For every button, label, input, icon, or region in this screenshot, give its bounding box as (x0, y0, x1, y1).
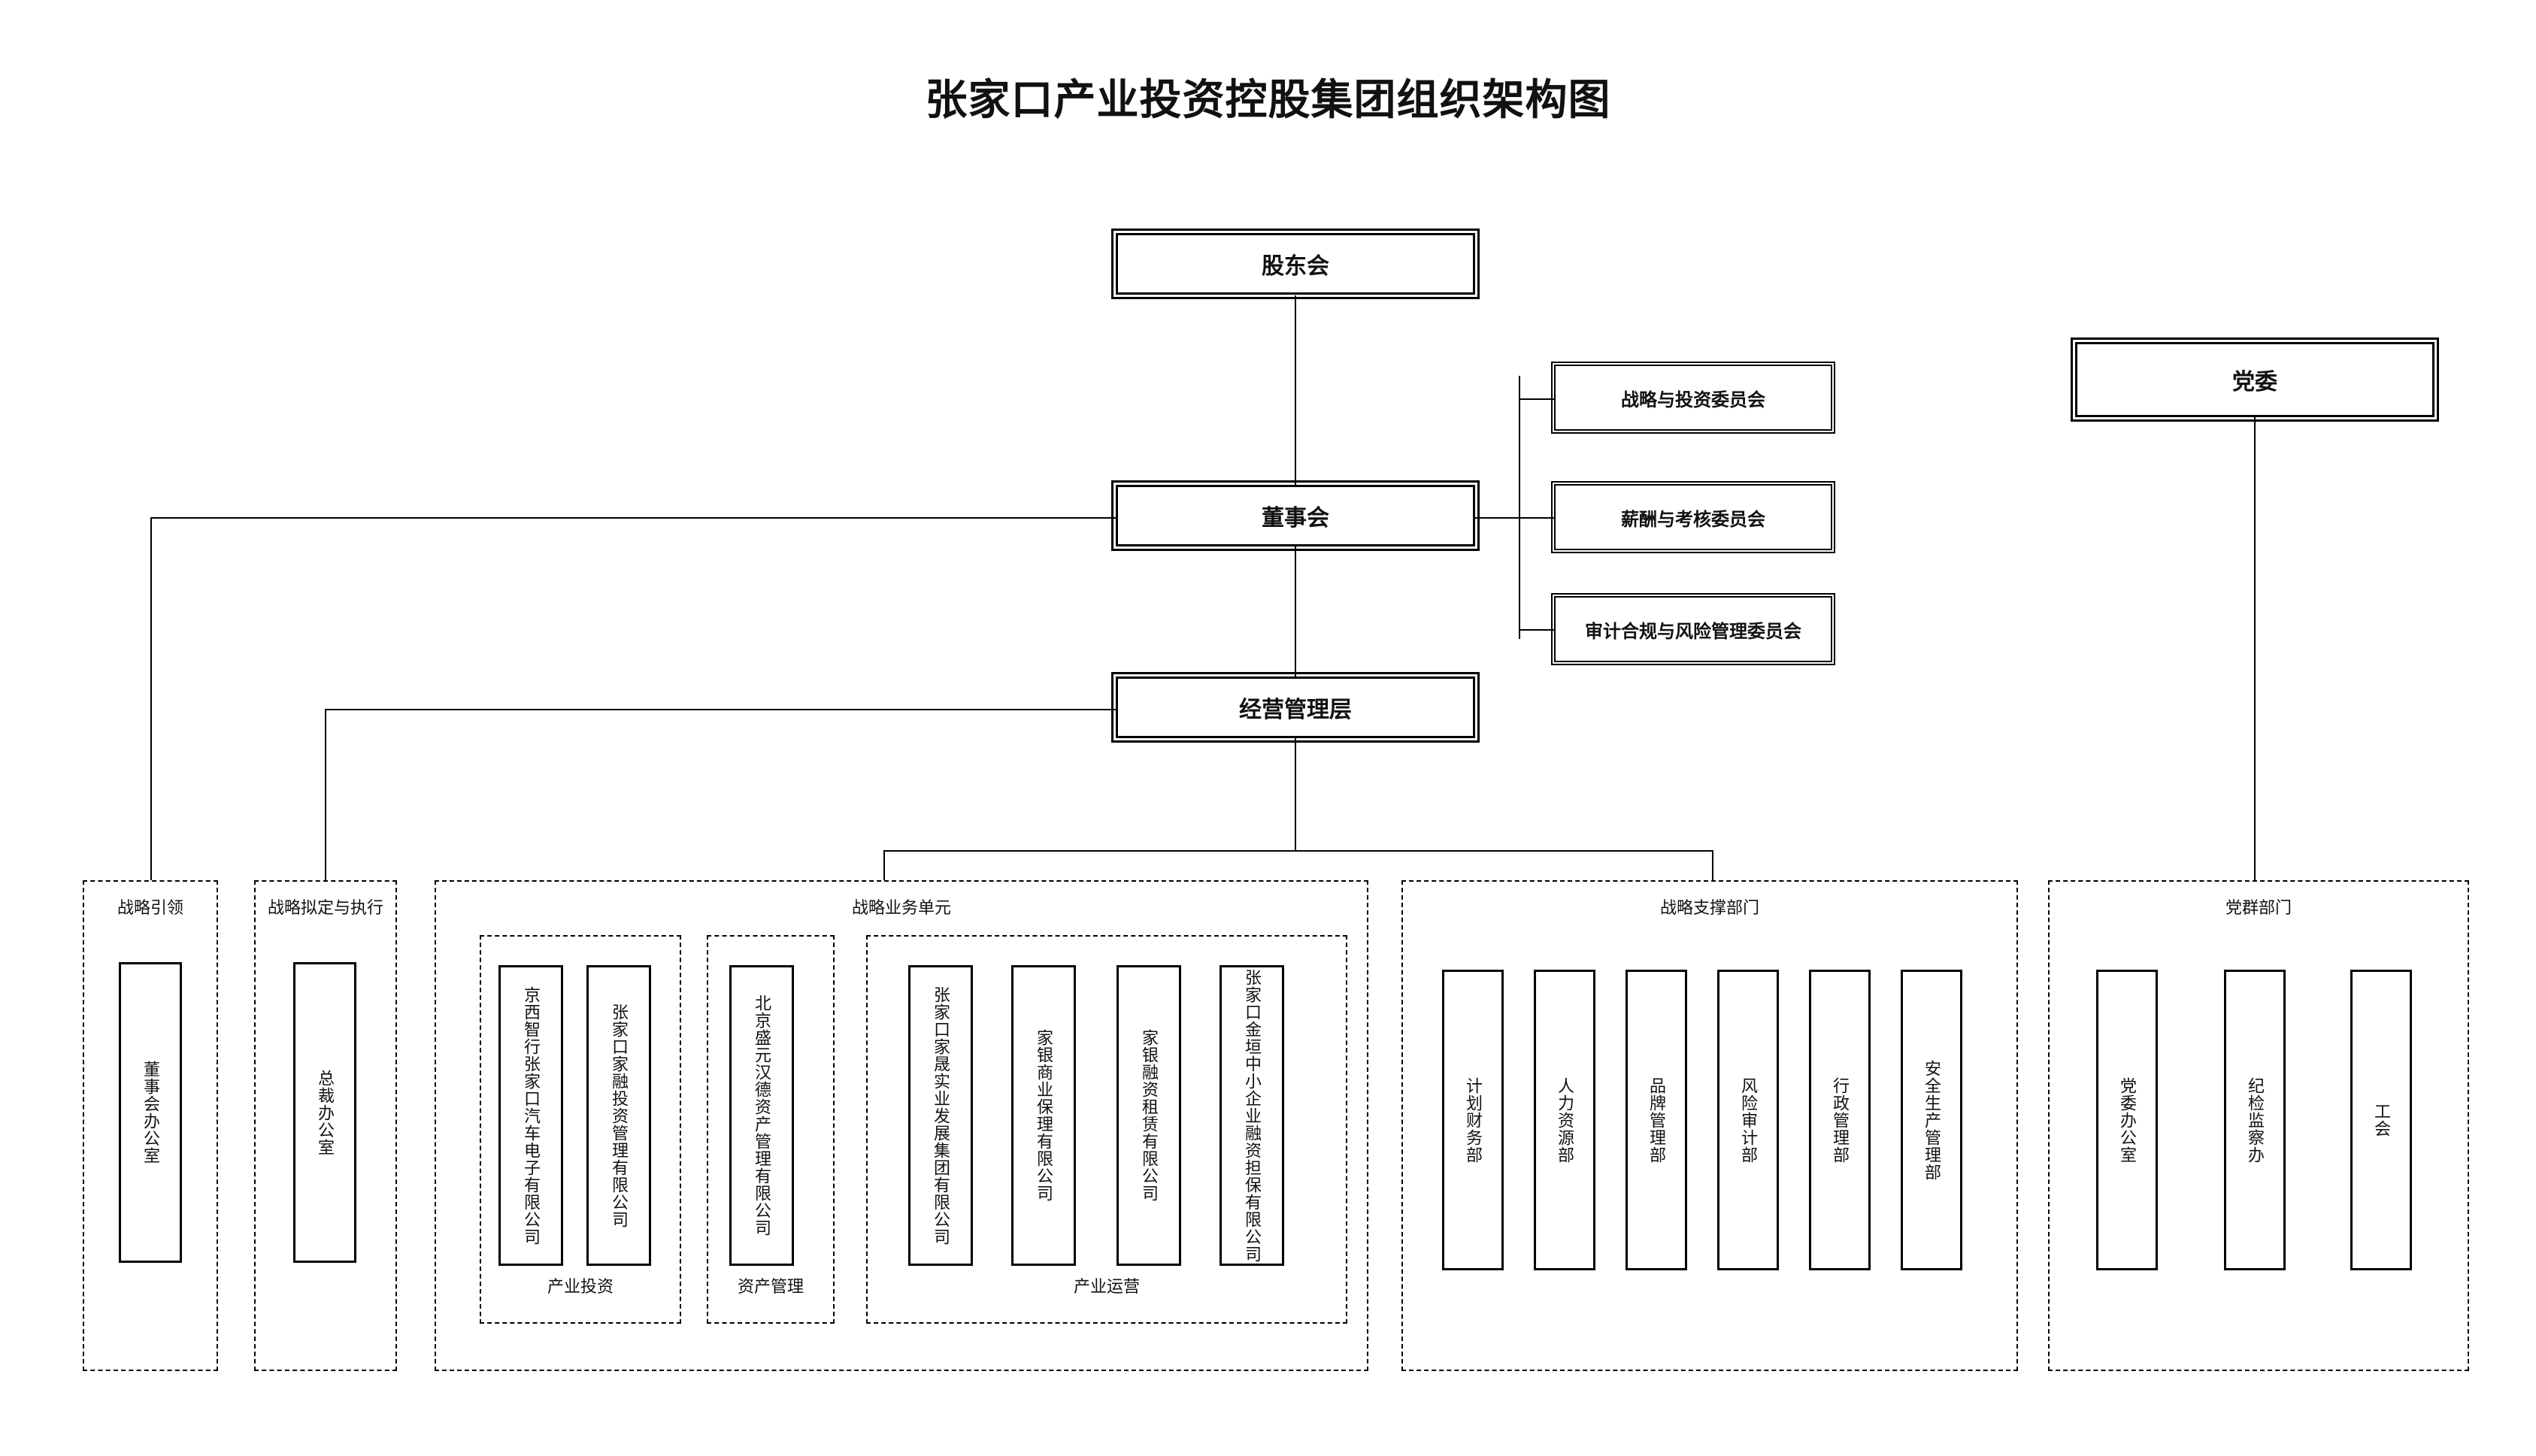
node-shareholders[interactable]: 股东会 (1111, 229, 1480, 299)
node-board[interactable]: 董事会 (1111, 480, 1480, 551)
box-jiayin-factoring-label: 家银商业保理有限公司 (1034, 1029, 1053, 1202)
group-strategic-business-unit (435, 880, 1368, 1371)
box-shengyuan-handa[interactable]: 北京盛元汉德资产管理有限公司 (729, 965, 794, 1266)
connector-board-committees-trunk (1519, 376, 1520, 639)
connector-committee-3 (1519, 629, 1554, 631)
connector-board-right-stub (1457, 517, 1520, 519)
node-committee-compensation-assessment[interactable]: 薪酬与考核委员会 (1551, 481, 1835, 553)
box-dept-safety-production-label: 安全生产管理部 (1922, 1059, 1941, 1181)
box-jinyuan-guarantee[interactable]: 张家口金垣中小企业融资担保有限公司 (1220, 965, 1284, 1266)
box-jiayin-leasing-label: 家银融资租赁有限公司 (1139, 1029, 1159, 1202)
box-jiarong-investment-label: 张家口家融投资管理有限公司 (609, 1003, 629, 1228)
connector-shareholders-board (1295, 295, 1296, 489)
box-discipline-inspection-label: 纪检监察办 (2245, 1076, 2265, 1164)
group-strategy-formulation-label: 战略拟定与执行 (267, 898, 383, 917)
box-board-office-label: 董事会办公室 (141, 1061, 160, 1164)
box-board-office[interactable]: 董事会办公室 (119, 962, 182, 1263)
box-dept-safety-production[interactable]: 安全生产管理部 (1901, 970, 1962, 1270)
box-dept-administration-label: 行政管理部 (1830, 1076, 1850, 1164)
node-shareholders-label: 股东会 (1262, 254, 1329, 279)
box-president-office[interactable]: 总裁办公室 (293, 962, 356, 1263)
connector-management-bottom-trunk (1295, 737, 1296, 850)
group-strategic-support (1401, 880, 2018, 1371)
box-jingxi-zhixing-label: 京西智行张家口汽车电子有限公司 (521, 985, 541, 1246)
subgroup-asset-management (707, 935, 835, 1324)
box-dept-human-resources-label: 人力资源部 (1555, 1076, 1574, 1164)
committee-label: 薪酬与考核委员会 (1621, 509, 1765, 530)
connector-board-management (1295, 545, 1296, 680)
box-dept-planning-finance[interactable]: 计划财务部 (1442, 970, 1504, 1270)
connector-management-distribute (883, 850, 1713, 852)
connector-board-left-arm (150, 517, 1134, 519)
node-party-committee-label: 党委 (2232, 370, 2277, 395)
subgroup-industrial-operation (866, 935, 1347, 1324)
box-discipline-inspection[interactable]: 纪检监察办 (2224, 970, 2286, 1270)
box-jiasheng-industry[interactable]: 张家口家晟实业发展集团有限公司 (908, 965, 973, 1266)
group-strategic-business-unit-label: 战略业务单元 (851, 898, 951, 917)
box-dept-brand-management-label: 品牌管理部 (1647, 1076, 1666, 1164)
connector-management-left-arm (325, 709, 1134, 710)
group-strategy-formulation (254, 880, 397, 1371)
committee-label: 战略与投资委员会 (1621, 389, 1765, 410)
node-management[interactable]: 经营管理层 (1111, 672, 1480, 743)
box-shengyuan-handa-label: 北京盛元汉德资产管理有限公司 (752, 994, 771, 1237)
box-labor-union-label: 工会 (2371, 1103, 2391, 1137)
group-strategy-leading-label: 战略引领 (117, 898, 183, 917)
box-dept-administration[interactable]: 行政管理部 (1809, 970, 1871, 1270)
group-party-mass (2048, 880, 2469, 1371)
page-title: 张家口产业投资控股集团组织架构图 (925, 76, 1611, 123)
box-jingxi-zhixing[interactable]: 京西智行张家口汽车电子有限公司 (498, 965, 563, 1266)
group-strategic-support-label: 战略支撑部门 (1659, 898, 1759, 917)
connector-management-left-drop (325, 709, 326, 880)
subgroup-industrial-investment-label: 产业投资 (547, 1277, 614, 1296)
box-dept-risk-audit-label: 风险审计部 (1738, 1076, 1758, 1164)
connector-committee-2 (1519, 517, 1554, 519)
box-jiarong-investment[interactable]: 张家口家融投资管理有限公司 (586, 965, 651, 1266)
box-jiayin-leasing[interactable]: 家银融资租赁有限公司 (1117, 965, 1181, 1266)
node-committee-audit-risk[interactable]: 审计合规与风险管理委员会 (1551, 593, 1835, 665)
connector-party-committee-drop (2254, 417, 2256, 880)
box-jiasheng-industry-label: 张家口家晟实业发展集团有限公司 (931, 985, 950, 1246)
box-party-committee-office[interactable]: 党委办公室 (2096, 970, 2158, 1270)
box-dept-planning-finance-label: 计划财务部 (1463, 1076, 1483, 1164)
group-party-mass-label: 党群部门 (2225, 898, 2292, 917)
group-strategy-leading (83, 880, 218, 1371)
box-dept-human-resources[interactable]: 人力资源部 (1534, 970, 1595, 1270)
box-president-office-label: 总裁办公室 (315, 1069, 335, 1156)
connector-board-left-drop (150, 517, 152, 880)
node-committee-strategy-investment[interactable]: 战略与投资委员会 (1551, 362, 1835, 434)
box-labor-union[interactable]: 工会 (2350, 970, 2412, 1270)
node-party-committee[interactable]: 党委 (2071, 338, 2439, 422)
box-jiayin-factoring[interactable]: 家银商业保理有限公司 (1011, 965, 1076, 1266)
box-party-committee-office-label: 党委办公室 (2117, 1076, 2137, 1164)
box-dept-brand-management[interactable]: 品牌管理部 (1626, 970, 1687, 1270)
subgroup-industrial-operation-label: 产业运营 (1073, 1277, 1140, 1296)
box-jinyuan-guarantee-label: 张家口金垣中小企业融资担保有限公司 (1242, 968, 1262, 1263)
connector-committee-1 (1519, 398, 1554, 400)
node-management-label: 经营管理层 (1239, 698, 1352, 722)
connector-to-support (1712, 850, 1713, 880)
connector-to-sbu (883, 850, 885, 880)
committee-label: 审计合规与风险管理委员会 (1585, 621, 1801, 642)
subgroup-industrial-investment (480, 935, 681, 1324)
subgroup-asset-management-label: 资产管理 (737, 1277, 804, 1296)
box-dept-risk-audit[interactable]: 风险审计部 (1717, 970, 1779, 1270)
node-board-label: 董事会 (1262, 506, 1329, 531)
